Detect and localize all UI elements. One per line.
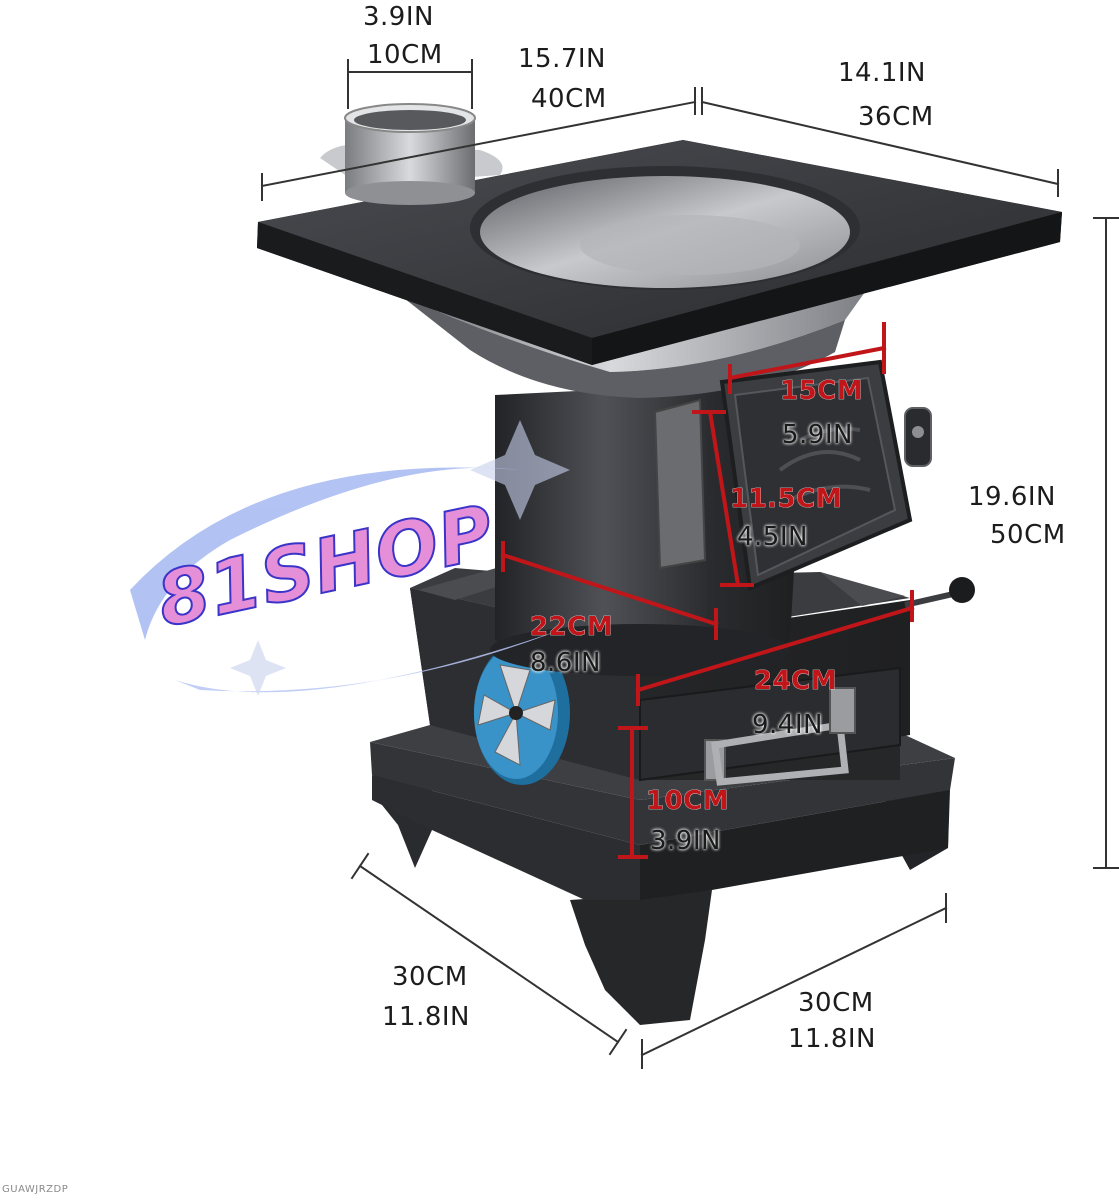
top-depth-in-label: 14.1IN	[838, 58, 927, 88]
top-width-in-label: 15.7IN	[518, 44, 607, 74]
footer-code: GUAWJRZDP	[2, 1184, 69, 1195]
damper-knob-icon[interactable]	[904, 577, 975, 608]
watermark-swoosh	[130, 420, 570, 696]
door-width-cm-label: 15CM	[780, 376, 864, 407]
top-depth-cm-label: 36CM	[858, 102, 934, 132]
dimension-lines	[260, 59, 1119, 1069]
base-width-in-label: 11.8IN	[788, 1024, 877, 1054]
door-width-in-label: 5.9IN	[782, 420, 853, 450]
door-height-cm-label: 11.5CM	[730, 484, 843, 515]
drawer-height-in-label: 3.9IN	[650, 826, 721, 856]
stove-illustration	[257, 103, 1062, 1025]
base-width-cm-label: 30CM	[798, 988, 874, 1018]
height-in-label: 19.6IN	[968, 482, 1057, 512]
drawer-handle-icon[interactable]	[704, 687, 856, 786]
top-width-cm-label: 40CM	[531, 84, 607, 114]
body-diameter-in-label: 8.6IN	[530, 648, 601, 678]
drawer-height-cm-label: 10CM	[646, 786, 730, 817]
door-latch-icon[interactable]	[904, 407, 932, 467]
chimney-in-label: 3.9IN	[363, 2, 434, 32]
height-cm-label: 50CM	[990, 520, 1066, 550]
chimney-cm-label: 10CM	[367, 40, 443, 70]
drawer-width-in-label: 9.4IN	[752, 710, 823, 740]
fire-door[interactable]	[653, 359, 932, 591]
fan-icon[interactable]	[474, 641, 570, 785]
stove-base	[370, 725, 955, 1025]
drawer-width-cm-label: 24CM	[754, 666, 838, 697]
base-depth-cm-label: 30CM	[392, 962, 468, 992]
base-depth-in-label: 11.8IN	[382, 1002, 471, 1032]
body-diameter-cm-label: 22CM	[530, 612, 614, 643]
chimney-pipe	[320, 103, 503, 205]
door-height-in-label: 4.5IN	[737, 522, 808, 552]
